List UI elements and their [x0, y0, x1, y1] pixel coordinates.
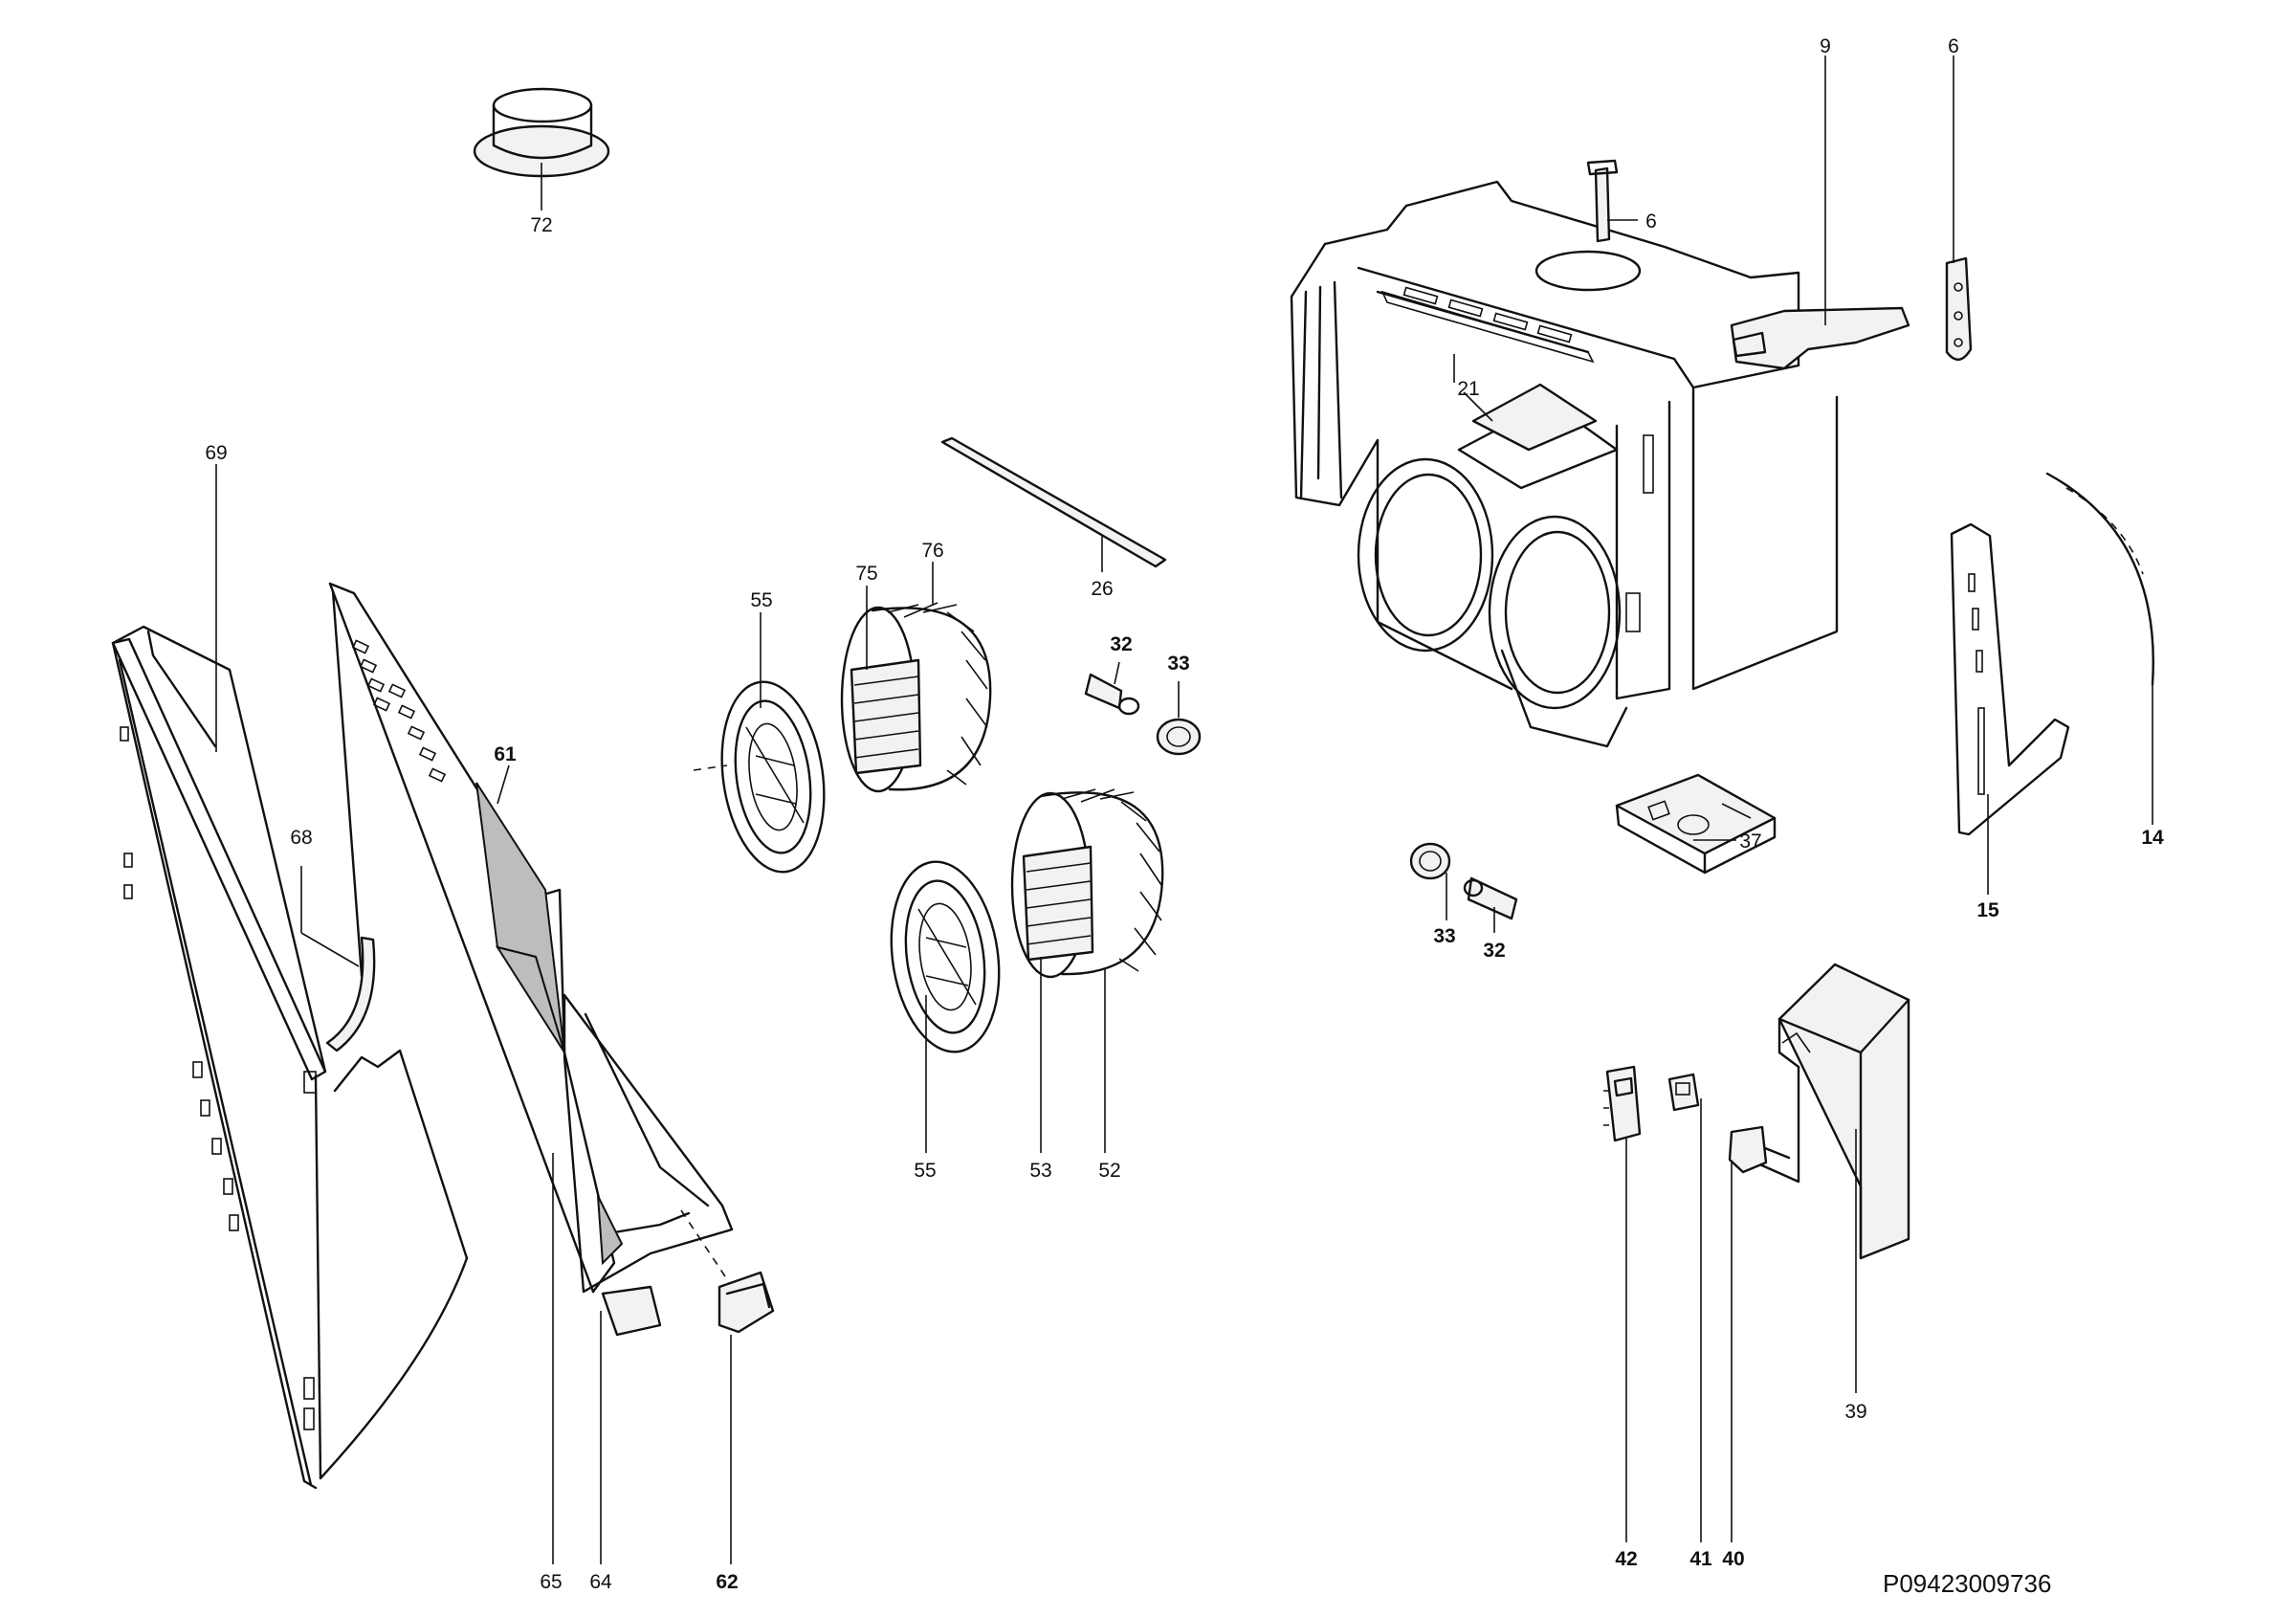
part-72-collar: [473, 87, 610, 210]
callout-53: 53: [1029, 1160, 1051, 1182]
callout-72: 72: [530, 214, 552, 236]
callout-15: 15: [1976, 899, 1999, 921]
part-26-strip: [940, 436, 1167, 572]
callout-labels: 72 69 68 61 65 64 62 55 75 76 55 53 52 2…: [205, 35, 2164, 1598]
callout-62: 62: [716, 1571, 738, 1593]
part-61-filter: [475, 764, 565, 1053]
callout-33-lower: 33: [1433, 925, 1455, 947]
part-33-lamp-socket-lower: [1409, 842, 1451, 920]
part-14-cable: [2045, 472, 2154, 825]
callout-40: 40: [1722, 1548, 1744, 1570]
callout-41: 41: [1689, 1548, 1712, 1570]
callout-6-separate: 6: [1948, 35, 1959, 57]
drawing-code: P09423009736: [1883, 1569, 2051, 1598]
callout-33-upper: 33: [1167, 653, 1189, 675]
callout-76: 76: [921, 540, 943, 562]
part-64-filter-frame: [552, 993, 734, 1564]
callout-52: 52: [1098, 1160, 1120, 1182]
part-53-lower-motor: [1022, 845, 1094, 1153]
part-75-upper-motor: [850, 586, 922, 775]
callout-14: 14: [2141, 827, 2164, 849]
part-40-switch: [1728, 1125, 1768, 1542]
part-37-control-board: [1615, 773, 1777, 875]
callout-39: 39: [1844, 1401, 1866, 1423]
part-32-lamp-holder-lower: [1463, 876, 1518, 933]
callout-65: 65: [540, 1571, 562, 1593]
part-65-rear-panel: [328, 582, 616, 1294]
callout-21: 21: [1457, 378, 1479, 400]
callout-37: 37: [1739, 831, 1761, 853]
part-68-curved-bracket: [300, 866, 376, 1052]
callout-61: 61: [494, 743, 517, 765]
part-6-hinge-on-housing: [1586, 159, 1638, 243]
part-42-switch: [1603, 1065, 1642, 1542]
part-55-upper-fan-cover: [693, 612, 826, 874]
callout-42: 42: [1615, 1548, 1637, 1570]
part-9-top-bracket: [1730, 55, 1910, 370]
callout-68: 68: [290, 827, 312, 849]
part-6-hinge-separate: [1945, 55, 1973, 361]
part-69-front-panel: [111, 464, 469, 1490]
callout-6-housing: 6: [1645, 210, 1657, 233]
callout-9: 9: [1820, 35, 1831, 57]
callout-32-lower: 32: [1483, 940, 1505, 962]
part-21-main-housing: [1290, 180, 1839, 748]
callout-55-upper: 55: [750, 589, 772, 611]
callout-26: 26: [1091, 578, 1113, 600]
callout-55-lower: 55: [914, 1160, 936, 1182]
part-15-side-plate: [1950, 522, 2070, 895]
callout-75: 75: [855, 563, 877, 585]
callout-69: 69: [205, 442, 227, 464]
callout-64: 64: [589, 1571, 612, 1593]
part-39-electrical-box: [1754, 963, 1910, 1393]
part-62-clip: [680, 1209, 775, 1564]
part-52-lower-impeller: [1010, 788, 1164, 1153]
part-55-lower-fan-cover: [890, 860, 1001, 1153]
part-41-switch: [1667, 1073, 1702, 1542]
callout-32-upper: 32: [1110, 633, 1132, 655]
part-32-lamp-holder-upper: [1084, 661, 1140, 716]
part-33-lamp-socket-upper: [1156, 681, 1202, 756]
